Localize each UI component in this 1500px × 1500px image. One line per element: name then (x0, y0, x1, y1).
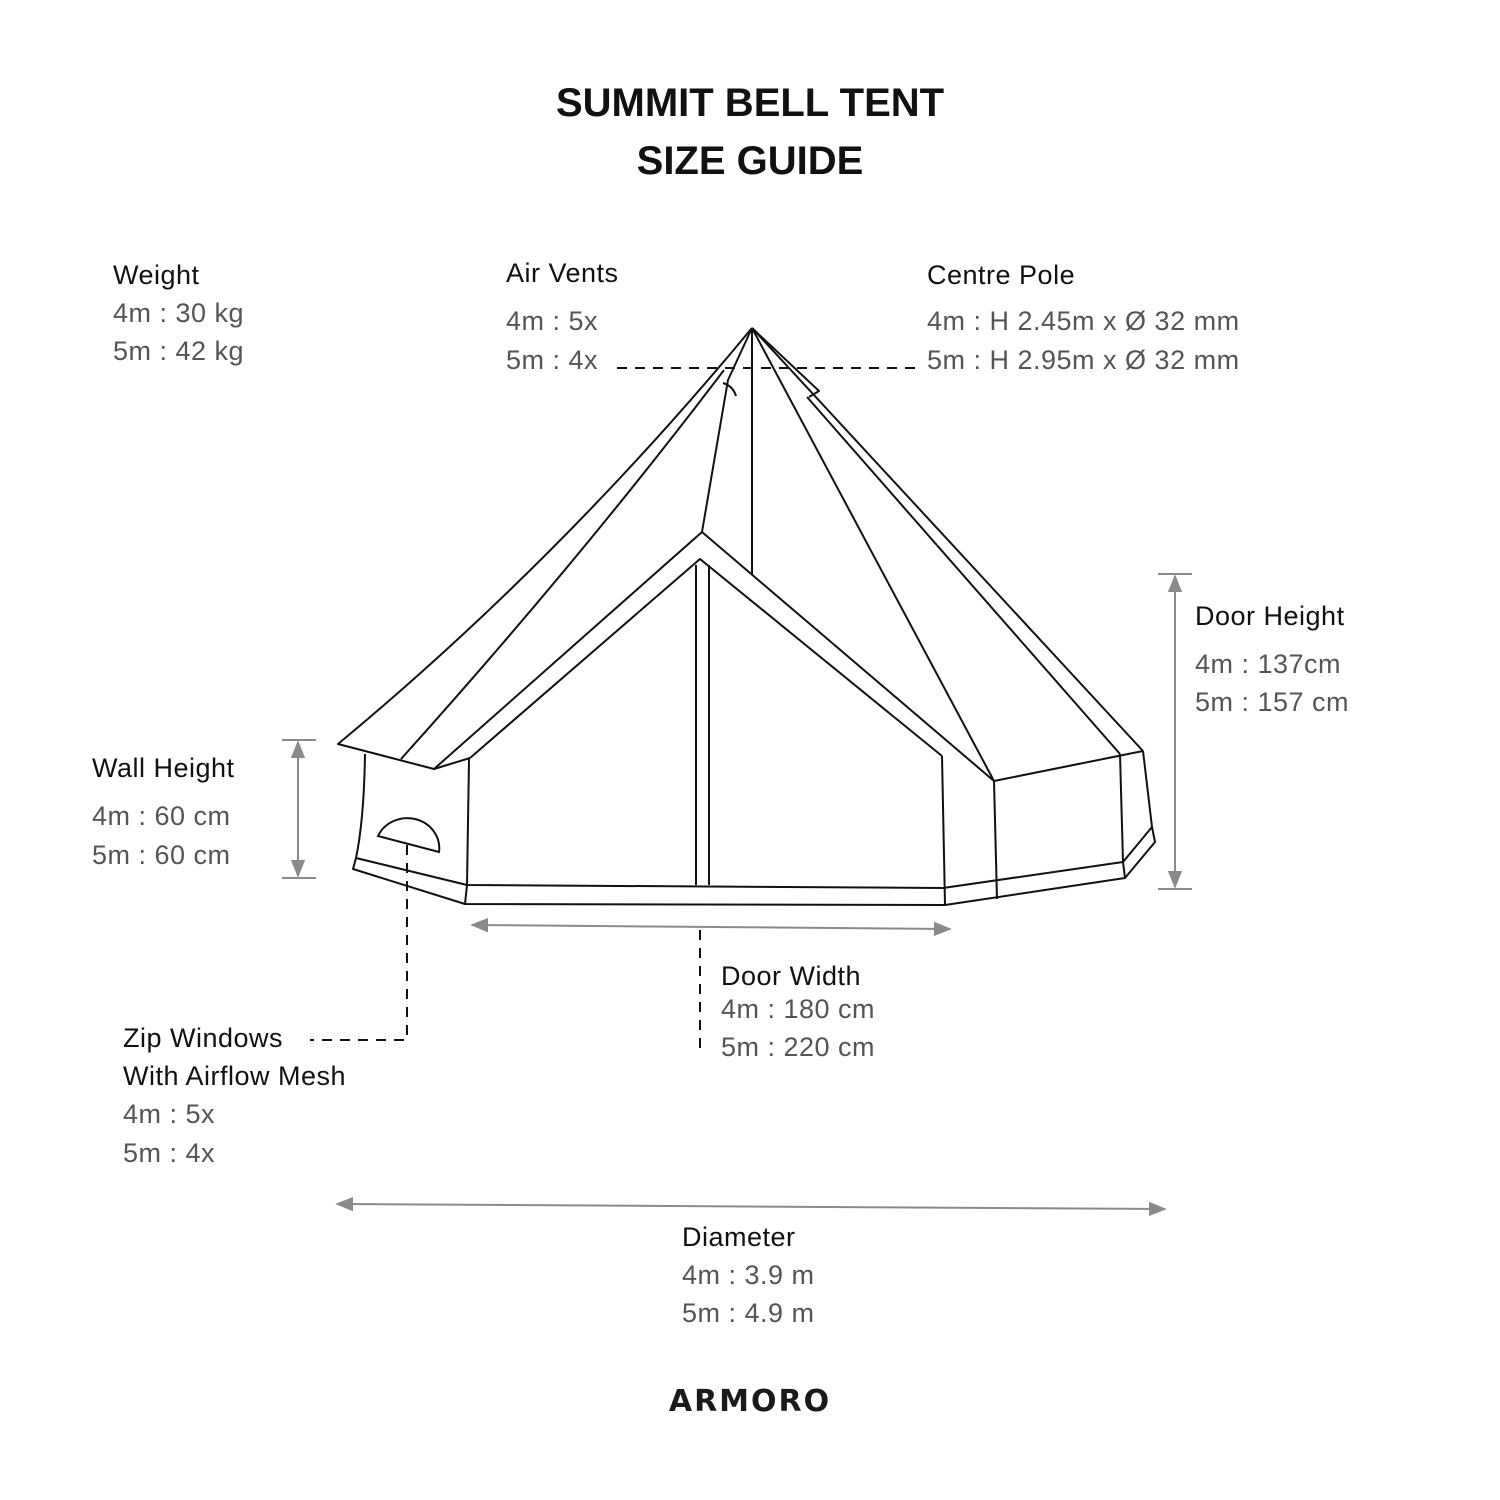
door-height-label: Door Height (1195, 601, 1345, 631)
wall-height-4m: 4m : 60 cm (92, 801, 231, 831)
zip-windows-label: Zip Windows (123, 1023, 284, 1053)
door-width-arrow (470, 917, 952, 937)
brand-logo: ARMORO (668, 1384, 832, 1419)
wall-height-label: Wall Height (92, 753, 235, 783)
air-vents-label: Air Vents (506, 258, 619, 288)
door-height-4m: 4m : 137cm (1195, 649, 1342, 679)
diameter-4m: 4m : 3.9 m (682, 1260, 815, 1290)
title-line-1: SUMMIT BELL TENT (555, 81, 945, 125)
zip-windows-5m: 5m : 4x (123, 1138, 216, 1168)
centre-pole-4m: 4m : H 2.45m x Ø 32 mm (927, 306, 1240, 336)
diameter-label: Diameter (682, 1222, 796, 1252)
wall-height-5m: 5m : 60 cm (92, 840, 231, 870)
tent-outline (337, 327, 1156, 906)
door-height-5m: 5m : 157 cm (1195, 687, 1350, 717)
diameter-5m: 5m : 4.9 m (682, 1298, 815, 1328)
door-width-5m: 5m : 220 cm (721, 1032, 876, 1062)
door-width-4m: 4m : 180 cm (721, 994, 876, 1024)
weight-label: Weight (113, 260, 200, 290)
air-vents-4m: 4m : 5x (506, 306, 599, 336)
dimension-lines (282, 573, 1192, 1217)
zip-windows-sub: With Airflow Mesh (123, 1061, 347, 1091)
leader-lines (310, 367, 920, 1056)
title-line-2: SIZE GUIDE (636, 139, 864, 183)
door-width-label: Door Width (721, 961, 862, 991)
diameter-arrow (335, 1196, 1167, 1217)
centre-pole-label: Centre Pole (927, 260, 1076, 290)
zip-window-icon (376, 817, 441, 854)
zip-windows-4m: 4m : 5x (123, 1099, 216, 1129)
centre-pole-5m: 5m : H 2.95m x Ø 32 mm (927, 345, 1240, 375)
weight-5m: 5m : 42 kg (113, 336, 245, 366)
air-vents-5m: 5m : 4x (506, 345, 599, 375)
weight-4m: 4m : 30 kg (113, 298, 245, 328)
